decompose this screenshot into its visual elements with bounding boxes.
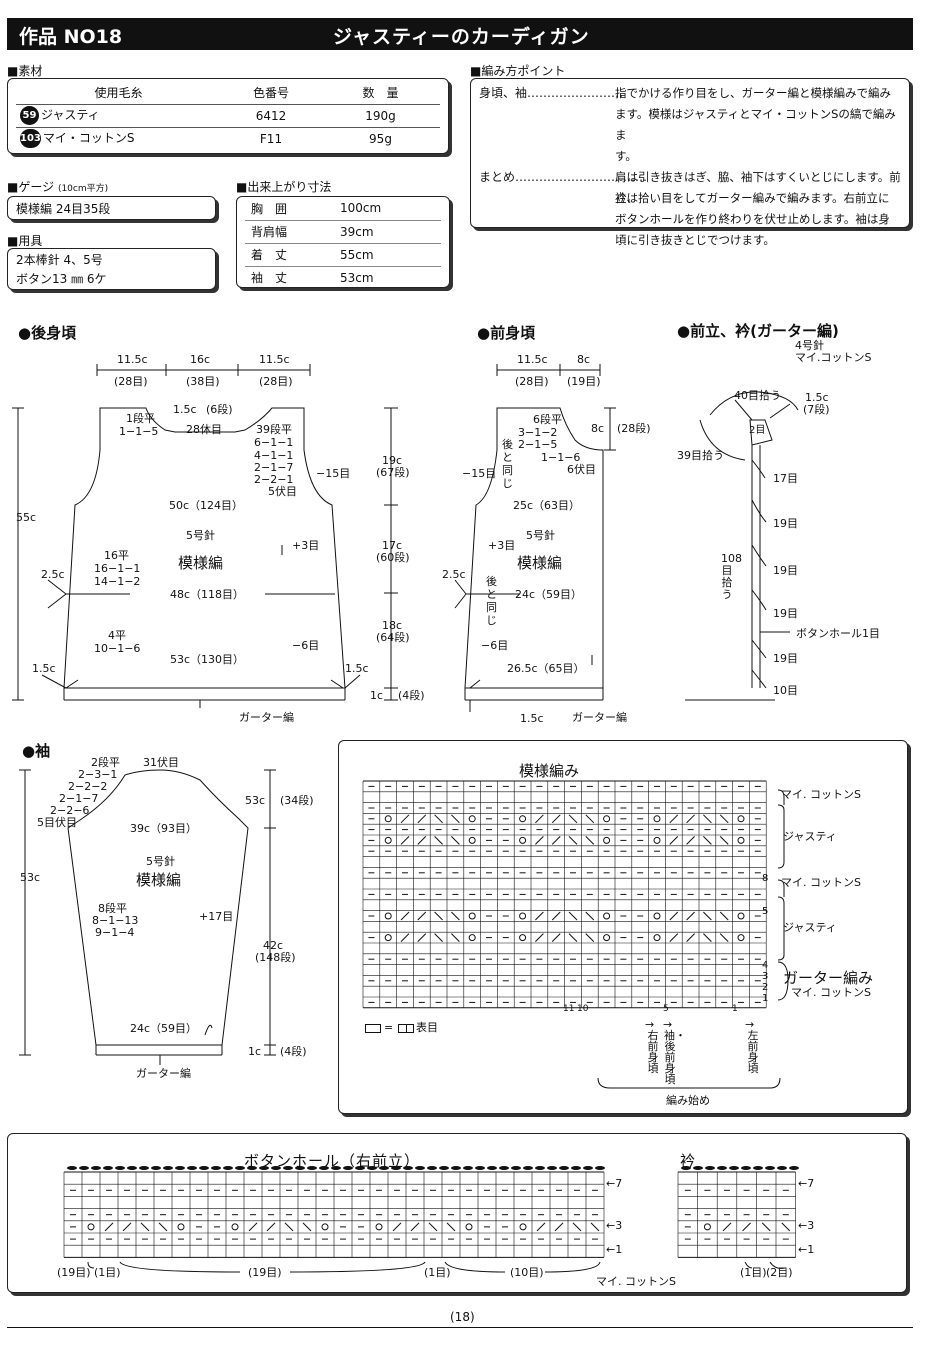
page-title: ジャスティーのカーディガン xyxy=(333,26,590,48)
col-qty: 数 量 xyxy=(321,81,440,105)
back-heading: ●後身頃 xyxy=(18,324,77,342)
legend-empty-icon xyxy=(365,1024,381,1033)
yarn-ball-icon: 59 xyxy=(20,106,39,125)
tools-label: ■用具 xyxy=(7,234,43,248)
color-no: 6412 xyxy=(221,104,321,128)
pattern-chart-title: 模様編み xyxy=(519,762,580,780)
tools-buttons: ボタン13 ㎜ 6ケ xyxy=(16,272,107,286)
qty: 95g xyxy=(369,131,392,146)
tools-needles: 2本棒針 4、5号 xyxy=(16,253,103,267)
color-no: F11 xyxy=(259,131,283,146)
points-box: 身頃、袖……………………指でかける作り目をし、ガーター編と模様編みで編み ます。… xyxy=(470,78,910,247)
tools-box: 2本棒針 4、5号 ボタン13 ㎜ 6ケ xyxy=(7,248,216,290)
collar-grid xyxy=(677,1166,799,1258)
materials-label: ■素材 xyxy=(7,64,43,78)
sizes-label: ■出来上がり寸法 xyxy=(236,180,332,194)
gauge-label: ■ゲージ (10cm平方) xyxy=(7,180,109,194)
page-number: (18) xyxy=(450,1310,475,1324)
points-label: ■編み方ポイント xyxy=(470,64,566,78)
footer-rule xyxy=(7,1327,913,1328)
col-color: 色番号 xyxy=(221,81,321,105)
buttonhole-title: ボタンホール（右前立） xyxy=(244,1152,421,1170)
legend-knit-icon xyxy=(398,1024,414,1033)
title-bar: 作品 NO18 ジャスティーのカーディガン xyxy=(7,18,913,50)
gauge-box: 模様編 24目35段 xyxy=(7,196,216,220)
front-heading: ●前身頃 xyxy=(477,324,536,342)
yarn-ball-icon: 103 xyxy=(20,129,41,149)
yarn-name: ジャスティ xyxy=(41,108,100,122)
gauge-value: 模様編 24目35段 xyxy=(16,202,111,216)
collar-title: 衿 xyxy=(680,1152,696,1170)
sleeve-heading: ●袖 xyxy=(22,742,51,760)
buttonhole-box xyxy=(7,1133,907,1293)
band-heading: ●前立、衿(ガーター編) xyxy=(677,322,839,340)
qty: 190g xyxy=(321,104,440,128)
work-number: 作品 NO18 xyxy=(19,26,123,48)
pattern-grid xyxy=(362,780,767,1009)
col-yarn: 使用毛糸 xyxy=(16,81,221,105)
yarn-name: マイ・コットンS xyxy=(42,131,135,146)
buttonhole-grid xyxy=(63,1166,605,1258)
